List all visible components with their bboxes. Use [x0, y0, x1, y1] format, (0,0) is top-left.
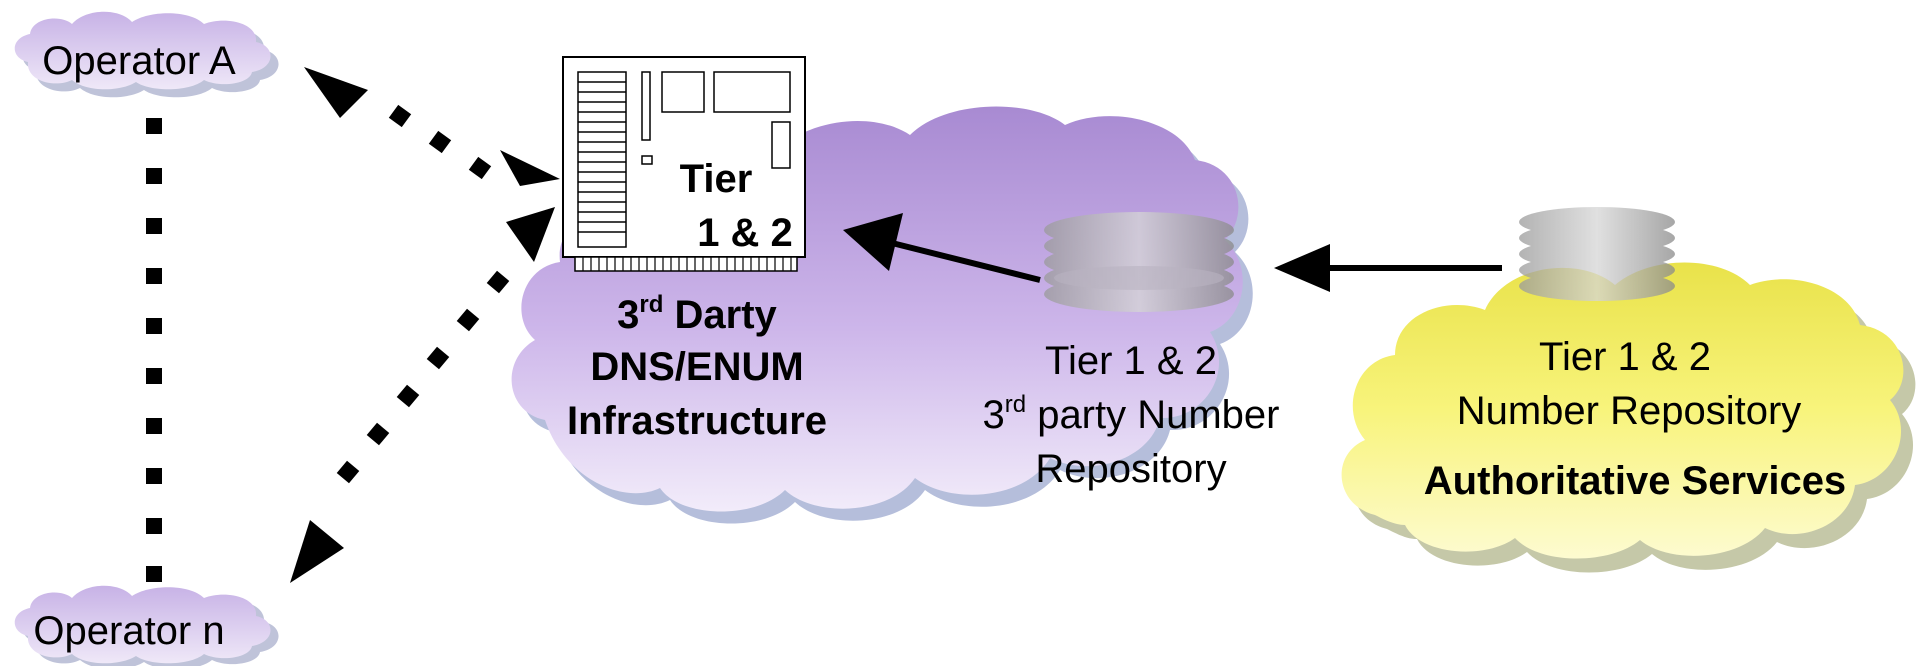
operator-a-cloud-icon	[14, 11, 279, 98]
authoritative-cloud-icon	[1341, 262, 1916, 573]
authoritative-line2: Number Repository	[1457, 389, 1802, 433]
authoritative-line3: Authoritative Services	[1424, 459, 1846, 503]
third-party-label-line2: DNS/ENUM	[590, 345, 803, 389]
operator-a-label: Operator A	[42, 39, 236, 83]
operator-n-cloud-icon	[14, 585, 279, 666]
third-party-database-icon	[1044, 212, 1234, 312]
authoritative-line1: Tier 1 & 2	[1539, 335, 1711, 379]
server-tier-label-line1: Tier	[680, 157, 753, 201]
arrow-authoritative-to-repo	[1274, 244, 1502, 292]
dotted-arrow-operator-a-server	[304, 67, 560, 186]
arrow-repo-to-tier	[843, 213, 1041, 283]
operator-dotted-connector	[146, 118, 162, 582]
operator-n-label: Operator n	[33, 609, 224, 653]
third-party-repo-line3: Repository	[1035, 447, 1226, 491]
third-party-repo-line1: Tier 1 & 2	[1045, 339, 1217, 383]
server-tier-label-line2: 1 & 2	[697, 211, 793, 255]
dotted-arrow-server-operator-n	[290, 207, 555, 583]
authoritative-database-icon	[1519, 207, 1675, 301]
third-party-label-line3: Infrastructure	[567, 399, 827, 443]
third-party-label-line1: 3rd Darty	[617, 291, 777, 337]
third-party-repo-line2: 3rd party Number	[982, 391, 1279, 437]
server-icon	[562, 56, 806, 272]
